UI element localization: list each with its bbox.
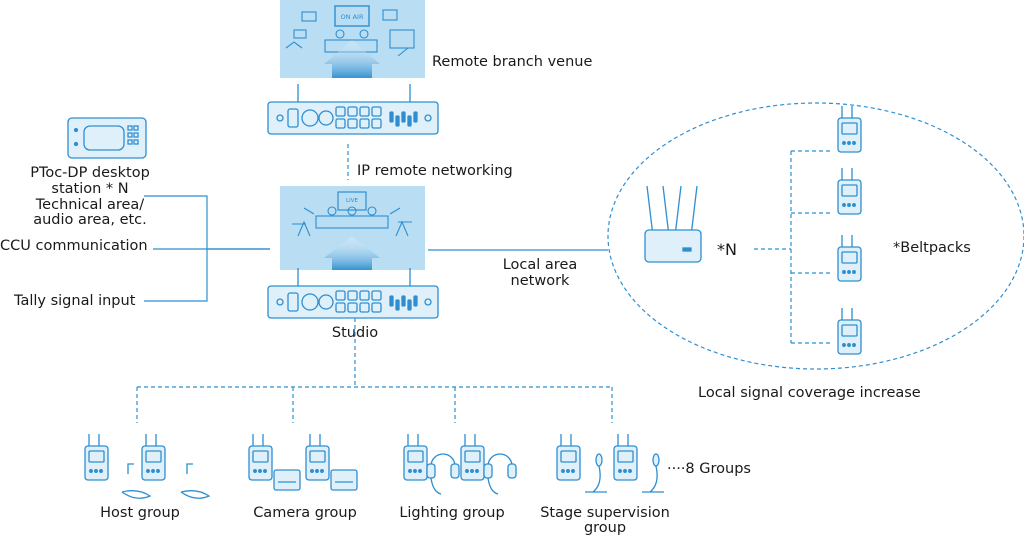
lan-label-2: network <box>510 273 570 289</box>
group-label-host: Host group <box>100 505 180 521</box>
group-beltpack-icon <box>248 434 273 481</box>
gooseneck-mic-icon <box>642 453 664 493</box>
more-groups-label: ····8 Groups <box>667 461 751 477</box>
gooseneck-mic-icon <box>585 453 607 493</box>
groups-tree <box>136 318 613 423</box>
live-sign: LIVE <box>346 198 358 204</box>
coverage-ellipse <box>607 102 1024 370</box>
ip-networking-label: IP remote networking <box>357 163 513 179</box>
headset-icon <box>426 453 460 495</box>
group-beltpack-icon <box>403 434 428 481</box>
beltpack-icon <box>837 308 862 355</box>
studio-intercom-base <box>267 268 439 319</box>
station-label-2: station * N <box>51 181 129 197</box>
group-label-camera: Camera group <box>253 505 357 521</box>
tally-label: Tally signal input <box>14 293 136 309</box>
group-beltpack-icon <box>556 434 581 481</box>
group-beltpack-icon <box>460 434 485 481</box>
camera-module-icon <box>330 469 358 491</box>
remote-venue-scene: ON AIR <box>280 0 425 78</box>
headset-icon <box>483 453 517 495</box>
group-label-stage-1: Stage supervision <box>540 505 670 521</box>
lavalier-mic-icon <box>121 463 152 499</box>
group-beltpack-icon <box>84 434 109 481</box>
tech-area-label-2: audio area, etc. <box>33 212 147 228</box>
group-beltpack-icon <box>305 434 330 481</box>
ccu-label: CCU communication <box>0 238 148 254</box>
group-label-lighting: Lighting group <box>399 505 505 521</box>
beltpack-icon <box>837 168 862 215</box>
lavalier-mic-icon <box>180 463 211 499</box>
beltpack-icon <box>837 106 862 153</box>
lan-label-1: Local area <box>502 257 578 273</box>
group-beltpack-icon <box>141 434 166 481</box>
group-beltpack-icon <box>613 434 638 481</box>
router-count-label: *N <box>717 240 737 259</box>
coverage-label: Local signal coverage increase <box>698 385 921 401</box>
remote-venue-label: Remote branch venue <box>432 54 593 70</box>
beltpack-icon <box>837 235 862 282</box>
studio-scene: LIVE <box>280 186 425 270</box>
router-icon <box>644 185 702 263</box>
beltpacks-label: *Beltpacks <box>893 240 971 256</box>
group-label-stage-2: group <box>583 520 627 536</box>
remote-intercom-base <box>267 84 439 135</box>
camera-module-icon <box>273 469 301 491</box>
beltpack-bracket <box>754 150 833 344</box>
tech-area-label-1: Technical area/ <box>35 197 145 213</box>
on-air-sign: ON AIR <box>341 13 364 21</box>
desktop-station-icon <box>67 117 147 159</box>
station-label-1: PToc-DP desktop <box>30 165 150 181</box>
